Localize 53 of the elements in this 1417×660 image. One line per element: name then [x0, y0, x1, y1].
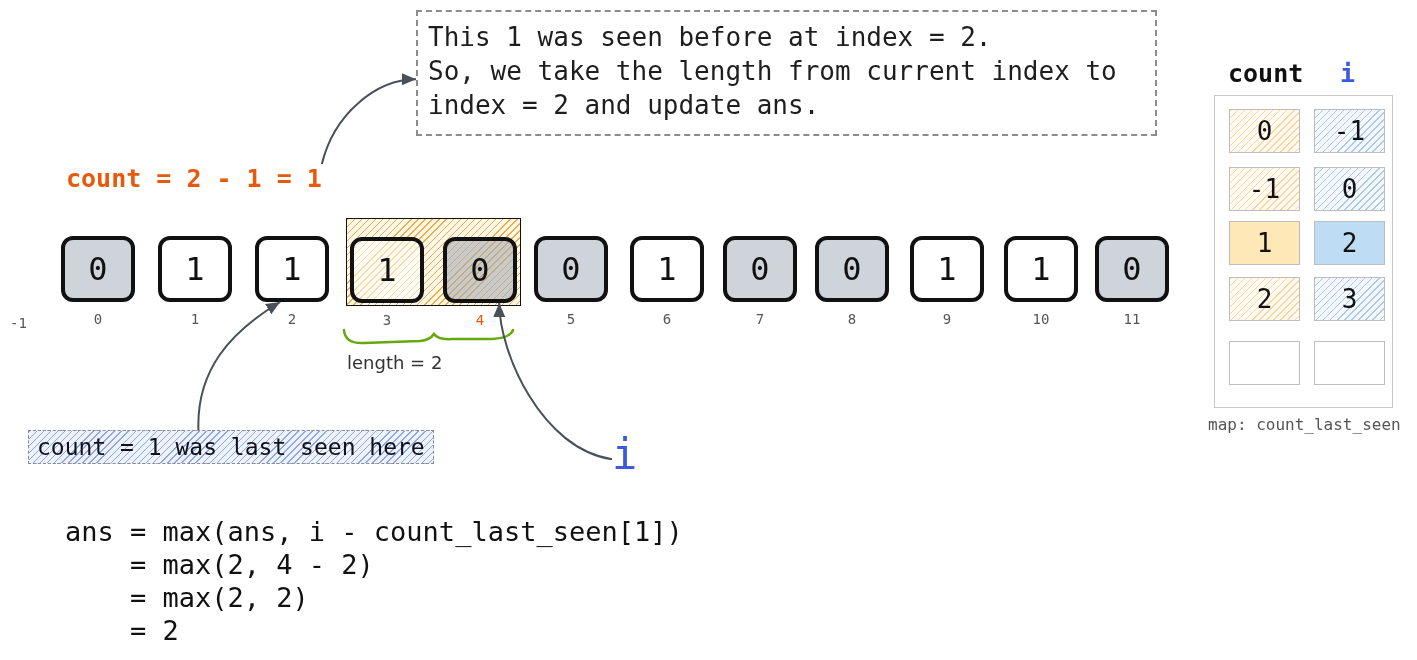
- map-cell: -1: [1314, 109, 1385, 153]
- map-cell: 3: [1314, 277, 1385, 321]
- index-label: 3: [382, 311, 392, 329]
- index-label: 9: [942, 310, 952, 328]
- code-line: = max(2, 4 - 2): [130, 548, 374, 581]
- array-cell: 0: [723, 236, 797, 302]
- formula-text: count = 2 - 1 = 1: [66, 164, 322, 194]
- arrow: [197, 301, 282, 431]
- array-cell: 1: [158, 236, 232, 302]
- index-label: 2: [287, 310, 297, 328]
- callout-box: [416, 10, 1157, 136]
- array-cell: 1: [255, 236, 329, 302]
- index-label: 1: [190, 310, 200, 328]
- callout-text: This 1 was seen before at index = 2.: [428, 21, 993, 54]
- index-label: 6: [662, 310, 672, 328]
- empty-cell: [1229, 341, 1300, 385]
- index-label: 8: [847, 310, 857, 328]
- arrow: [494, 302, 613, 461]
- map-cell: 2: [1229, 277, 1300, 321]
- index-label: -1: [10, 314, 27, 333]
- map-cell: 0: [1314, 167, 1385, 211]
- map-cell: 0: [1229, 109, 1300, 153]
- array-cell: 0: [61, 236, 135, 302]
- index-label: 5: [566, 310, 576, 328]
- map-caption: map: count_last_seen: [1208, 415, 1401, 435]
- code-line: = 2: [130, 614, 179, 647]
- array-cell: 1: [350, 237, 424, 303]
- index-label: 4: [475, 311, 485, 329]
- length-label: length = 2: [347, 352, 443, 374]
- index-label: 7: [755, 310, 765, 328]
- code-line: ans = max(ans, i - count_last_seen[1]): [65, 515, 683, 548]
- highlight-band: [346, 218, 521, 306]
- callout-text: So, we take the length from current index to index = 2 and update ans.: [428, 55, 1118, 122]
- array-cell: 0: [815, 236, 889, 302]
- array-cell: 1: [1004, 236, 1078, 302]
- array-cell: 0: [534, 236, 608, 302]
- empty-cell: [1314, 341, 1385, 385]
- index-label: 10: [1032, 310, 1050, 328]
- map-cell: 1: [1229, 221, 1300, 265]
- map-cell: 2: [1314, 221, 1385, 265]
- array-cell: 0: [443, 237, 517, 303]
- pointer-label: i: [612, 434, 638, 476]
- array-cell: 1: [630, 236, 704, 302]
- column-header: count: [1228, 59, 1304, 89]
- array-cell: 1: [910, 236, 984, 302]
- code-line: = max(2, 2): [130, 581, 309, 614]
- arrow: [320, 74, 417, 165]
- column-header: i: [1340, 59, 1356, 89]
- index-label: 0: [93, 310, 103, 328]
- map-cell: -1: [1229, 167, 1300, 211]
- note-box: count = 1 was last seen here: [28, 430, 434, 464]
- index-label: 11: [1123, 310, 1141, 328]
- array-cell: 0: [1095, 236, 1169, 302]
